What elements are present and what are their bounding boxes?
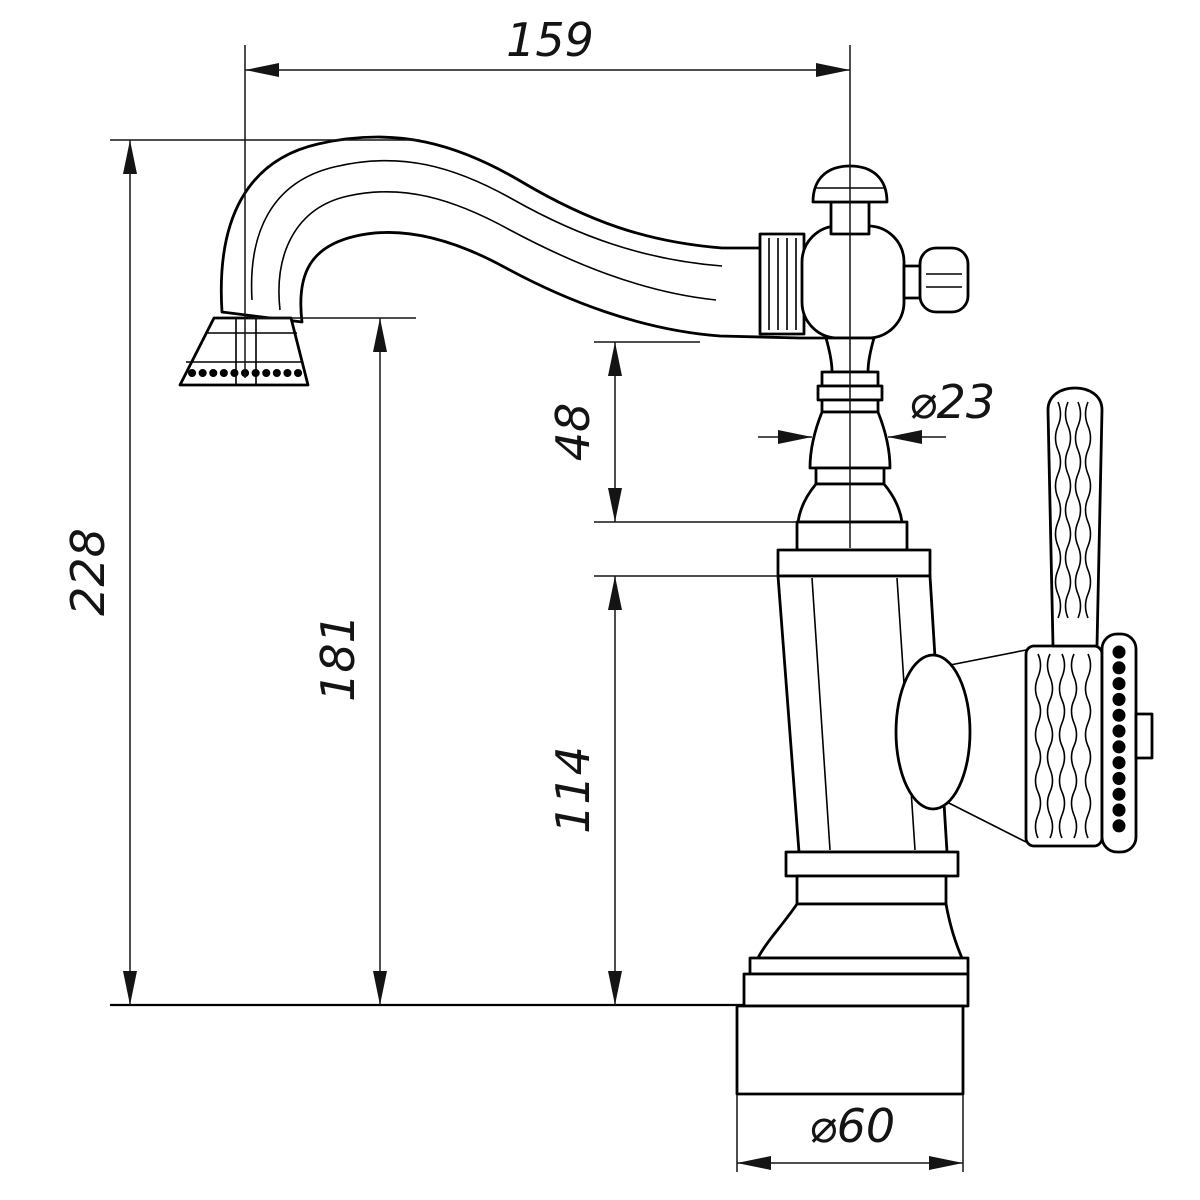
base (735, 850, 970, 1096)
dimension-spout-height: 181 (248, 317, 416, 1005)
hub-knurl-line (1046, 653, 1054, 839)
lever-rod (1046, 386, 1104, 648)
dimension-neck-diameter: ⌀23 (758, 375, 995, 444)
rod-knurl-line (1084, 401, 1092, 619)
arrowhead (737, 1156, 771, 1170)
hub-knurl-line (1070, 653, 1078, 839)
arrowhead (608, 971, 622, 1005)
arrowhead (123, 140, 137, 174)
lever-handle (894, 386, 1154, 854)
arrowhead (929, 1156, 963, 1170)
spout-outline (219, 135, 848, 340)
dimension-label-spout-reach: 159 (506, 13, 594, 67)
base-neck (795, 874, 948, 906)
hub-knurl-line (1058, 653, 1066, 839)
base-flange (784, 850, 960, 878)
spout-shading-line (250, 159, 723, 301)
dimension-label-base-diameter: ⌀60 (809, 1099, 895, 1153)
dimension-label-neck-diameter: ⌀23 (909, 375, 995, 429)
arrowhead (778, 430, 812, 444)
hub-knurl-line (1034, 653, 1042, 839)
rod-knurl-line (1074, 401, 1082, 619)
arrowhead (816, 63, 850, 77)
dimension-base-diameter: ⌀60 (736, 1095, 964, 1172)
dimension-label-body-height: 114 (546, 746, 600, 834)
body-flange (795, 520, 909, 552)
spout (219, 135, 848, 340)
faucet-outline (178, 135, 1154, 1096)
arrowhead (373, 971, 387, 1005)
arrowhead (888, 430, 922, 444)
body-collar-slab (776, 548, 932, 578)
arrowhead (373, 318, 387, 352)
arrowhead (608, 342, 622, 376)
rod-knurl-line (1054, 401, 1062, 619)
collar-ridges (768, 238, 797, 330)
extension-line (736, 1095, 964, 1172)
base-skirt (756, 902, 964, 960)
side-screw-head (918, 246, 970, 314)
hub-knurl-line (1084, 653, 1092, 839)
side-screw (902, 246, 970, 314)
dimension-label-overall-height: 228 (61, 528, 115, 616)
spout-aerator (178, 316, 310, 387)
spout-collar (758, 232, 806, 336)
dimension-label-spout-height: 181 (311, 614, 365, 702)
dimension-body-height: 114 (546, 575, 778, 1005)
rod-knurl-line (1064, 401, 1072, 619)
body-ball (800, 224, 906, 340)
hub-side-nub (1134, 712, 1154, 760)
base-slab (742, 972, 970, 1008)
aerator-highlight (235, 318, 257, 385)
handle-joint-ellipse (894, 653, 972, 811)
arrowhead (245, 63, 279, 77)
arrowhead (123, 971, 137, 1005)
base-ring (748, 956, 970, 976)
dimension-overall-height: 228 (61, 139, 744, 1007)
dimensions: 159 228 181 48 (61, 13, 995, 1172)
spout-shading-line (278, 190, 717, 311)
arrowhead (608, 488, 622, 522)
dimension-label-spout-clearance: 48 (546, 403, 600, 462)
arrowhead (608, 576, 622, 610)
dimension-spout-clearance: 48 (546, 341, 797, 523)
dimension-spout-reach: 159 (244, 13, 851, 548)
collar-outline (758, 232, 806, 336)
mounting-shank (735, 1004, 965, 1096)
side-screw-slot (926, 273, 962, 288)
